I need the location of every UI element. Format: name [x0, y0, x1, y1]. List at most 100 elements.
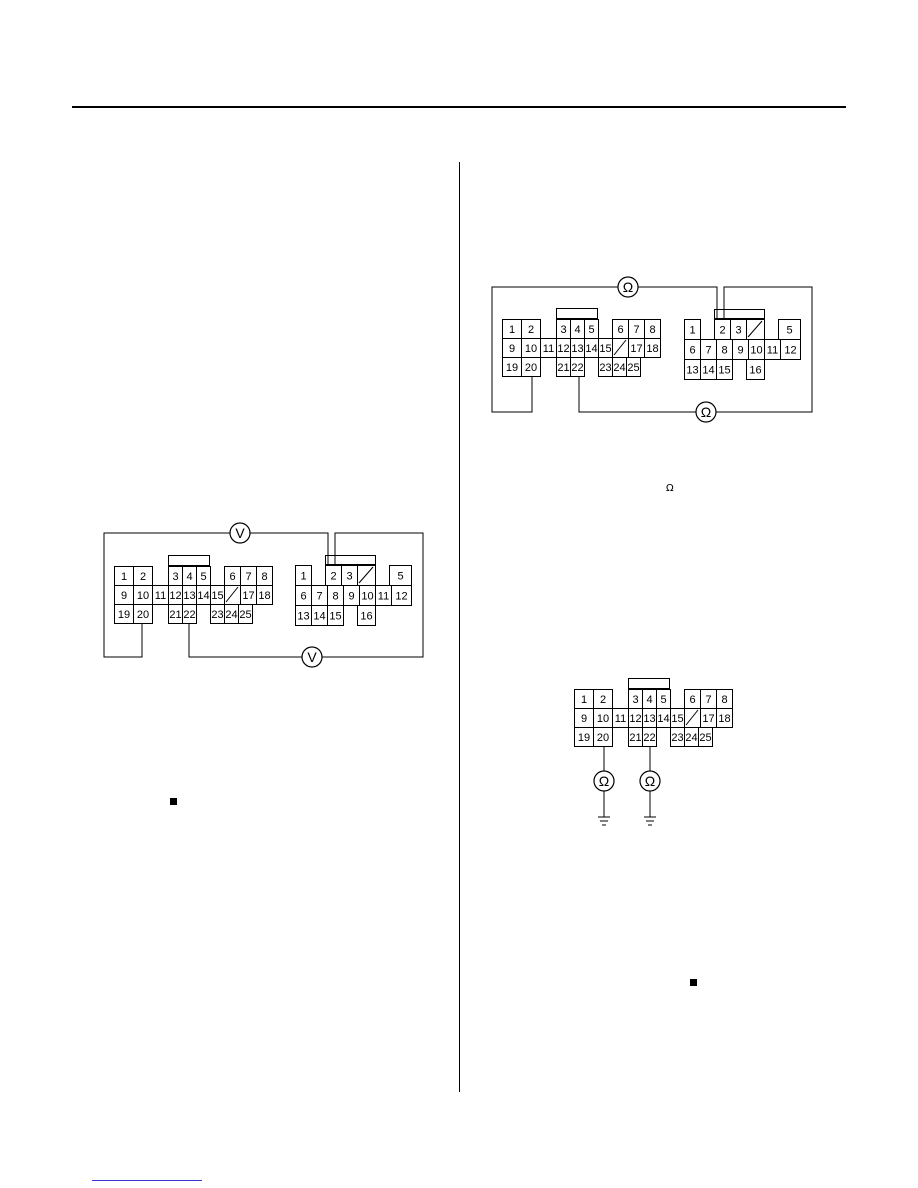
pin-label: 13	[183, 590, 195, 602]
pin-cell	[644, 338, 661, 358]
pin-label: 2	[330, 571, 336, 583]
pin-label: 3	[560, 324, 566, 336]
connector-lock-tab	[325, 555, 376, 565]
pin-label: 25	[699, 732, 711, 744]
meter-icon	[617, 276, 639, 298]
pin-cell	[391, 585, 412, 606]
pin-cell	[521, 357, 541, 377]
pin-label: 17	[702, 713, 714, 725]
pin-cell	[593, 727, 613, 747]
pin-label: 5	[588, 324, 594, 336]
connector-lock-tab	[168, 555, 210, 566]
meter-symbol: V	[307, 649, 317, 665]
pin-label: 9	[581, 713, 587, 725]
connector-lock-tab	[556, 308, 598, 319]
ground-icon	[644, 816, 656, 826]
pin-label: 3	[346, 571, 352, 583]
pin-label: 10	[361, 591, 373, 603]
pin-label: 14	[657, 713, 669, 725]
pin-cell	[357, 605, 376, 626]
empty-pin-slash	[358, 566, 374, 584]
square-end-icon	[170, 798, 177, 805]
pin-label: 6	[617, 324, 623, 336]
pin-label: 8	[649, 324, 655, 336]
pin-label: 10	[597, 713, 609, 725]
pin-label: 3	[735, 325, 741, 337]
pin-label: 18	[646, 343, 658, 355]
pin-label: 22	[183, 609, 195, 621]
pin-label: 11	[615, 713, 626, 725]
pin-cell	[780, 339, 801, 360]
pin-label: 21	[169, 609, 181, 621]
footer-link-underline[interactable]	[92, 1180, 202, 1181]
pin-label: 1	[689, 325, 695, 337]
pin-cell	[570, 357, 585, 377]
ground-icon	[598, 816, 610, 826]
pin-label: 10	[137, 590, 149, 602]
meter-symbol: Ω	[701, 404, 711, 420]
pin-label: 15	[211, 590, 223, 602]
meter-icon	[695, 401, 717, 423]
empty-pin-slash	[613, 339, 627, 356]
pin-label: 10	[525, 343, 537, 355]
pin-label: 6	[689, 694, 695, 706]
pin-label: 14	[585, 343, 597, 355]
pin-label: 13	[643, 713, 655, 725]
pin-label: 20	[137, 609, 149, 621]
pin-label: 24	[613, 362, 625, 374]
pin-label: 2	[140, 571, 146, 583]
pin-label: 5	[660, 694, 666, 706]
ohm-unit-symbol: Ω	[666, 483, 674, 494]
pin-label: 23	[599, 362, 611, 374]
pin-label: 18	[258, 590, 270, 602]
pin-label: 11	[155, 590, 166, 602]
pin-label: 11	[378, 591, 389, 603]
probe-wire-bottom	[578, 286, 813, 413]
pin-label: 9	[121, 590, 127, 602]
empty-pin-slash	[225, 586, 239, 603]
probe-wire-top	[103, 532, 329, 658]
pin-label: 20	[597, 732, 609, 744]
pin-cell	[746, 359, 765, 380]
pin-label: 8	[721, 345, 727, 357]
square-end-icon	[690, 979, 697, 986]
pin-label: 25	[239, 609, 251, 621]
pin-cell	[716, 708, 733, 728]
pin-label: 24	[225, 609, 237, 621]
pin-label: 22	[571, 362, 583, 374]
pin-label: 12	[169, 590, 181, 602]
pin-label: 1	[581, 694, 587, 706]
pin-label: 13	[297, 611, 309, 623]
meter-symbol: V	[235, 525, 245, 541]
pin-cell	[626, 357, 641, 377]
pin-label: 9	[509, 343, 515, 355]
pin-label: 3	[632, 694, 638, 706]
empty-pin-cell	[357, 565, 376, 586]
empty-pin-cell	[746, 319, 765, 340]
pin-label: 8	[261, 571, 267, 583]
pin-label: 25	[627, 362, 639, 374]
pin-label: 4	[646, 694, 652, 706]
pin-cell	[327, 605, 344, 626]
pin-label: 9	[348, 591, 354, 603]
pin-label: 24	[685, 732, 697, 744]
pin-cell	[238, 604, 253, 624]
pin-label: 5	[397, 571, 403, 583]
pin-label: 22	[643, 732, 655, 744]
pin-cell	[716, 359, 733, 380]
pin-label: 2	[719, 325, 725, 337]
pin-label: 19	[506, 362, 518, 374]
pin-cell	[133, 604, 153, 624]
pin-label: 7	[245, 571, 251, 583]
empty-pin-slash	[747, 320, 763, 338]
pin-label: 10	[750, 345, 762, 357]
pin-label: 6	[300, 591, 306, 603]
pin-cell	[256, 585, 273, 605]
pin-label: 7	[316, 591, 322, 603]
pin-label: 12	[395, 591, 407, 603]
pin-label: 15	[599, 343, 611, 355]
pin-label: 11	[543, 343, 554, 355]
